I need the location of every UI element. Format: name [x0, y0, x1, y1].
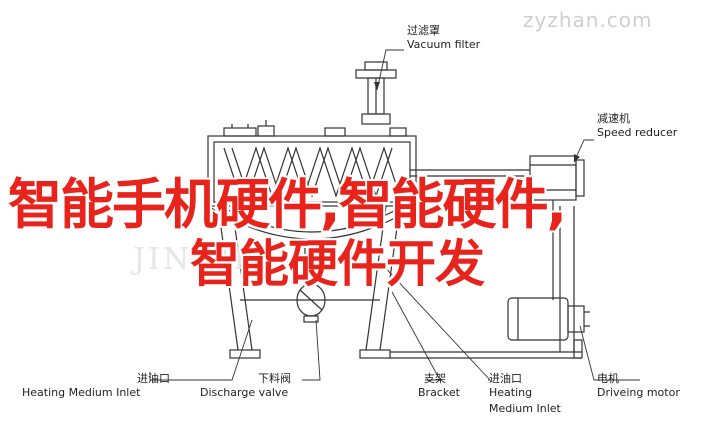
vacuum-filter-label-zh: 过滤罩 [407, 24, 440, 37]
speed-reducer-label-zh: 减速机 [597, 112, 630, 125]
bracket-label-en: Bracket [418, 386, 460, 399]
watermark-text: zyzhan.com [523, 8, 653, 32]
leader-arrowheads [374, 82, 580, 162]
speed-reducer-part [529, 155, 585, 300]
heating-inlet-right-label-en: Heating [489, 386, 533, 399]
driving-motor-label-zh: 电机 [597, 372, 619, 385]
vacuum-filter-label-en: Vacuum filter [407, 38, 481, 51]
heating-inlet-left-label-en: Heating Medium Inlet [22, 386, 141, 399]
top-flanges [223, 120, 407, 137]
bracket-label-zh: 支架 [424, 372, 446, 385]
leader-lines [149, 49, 640, 381]
driving-motor-part [507, 297, 590, 341]
heating-inlet-left-label-zh: 进油口 [137, 372, 170, 385]
watermark-background-text: JINGHONG [133, 242, 333, 277]
discharge-valve-label-en: Discharge valve [200, 386, 289, 399]
discharge-valve-part [296, 240, 326, 323]
heating-inlet-right-label-en-line2: Medium Inlet [489, 402, 561, 415]
heating-inlet-right-label-zh: 进油口 [489, 372, 522, 385]
support-frame [217, 205, 583, 359]
discharge-valve-label-zh: 下料阀 [258, 372, 291, 385]
headline-line-1: 智能手机硬件,智能硬件, [8, 173, 567, 236]
headline-line-2: 智能硬件开发 [190, 235, 485, 293]
driving-motor-label-en: Driveing motor [597, 386, 680, 399]
speed-reducer-label-en: Speed reducer [597, 126, 678, 139]
vacuum-filter-part [355, 61, 397, 125]
vessel-body [207, 135, 530, 240]
